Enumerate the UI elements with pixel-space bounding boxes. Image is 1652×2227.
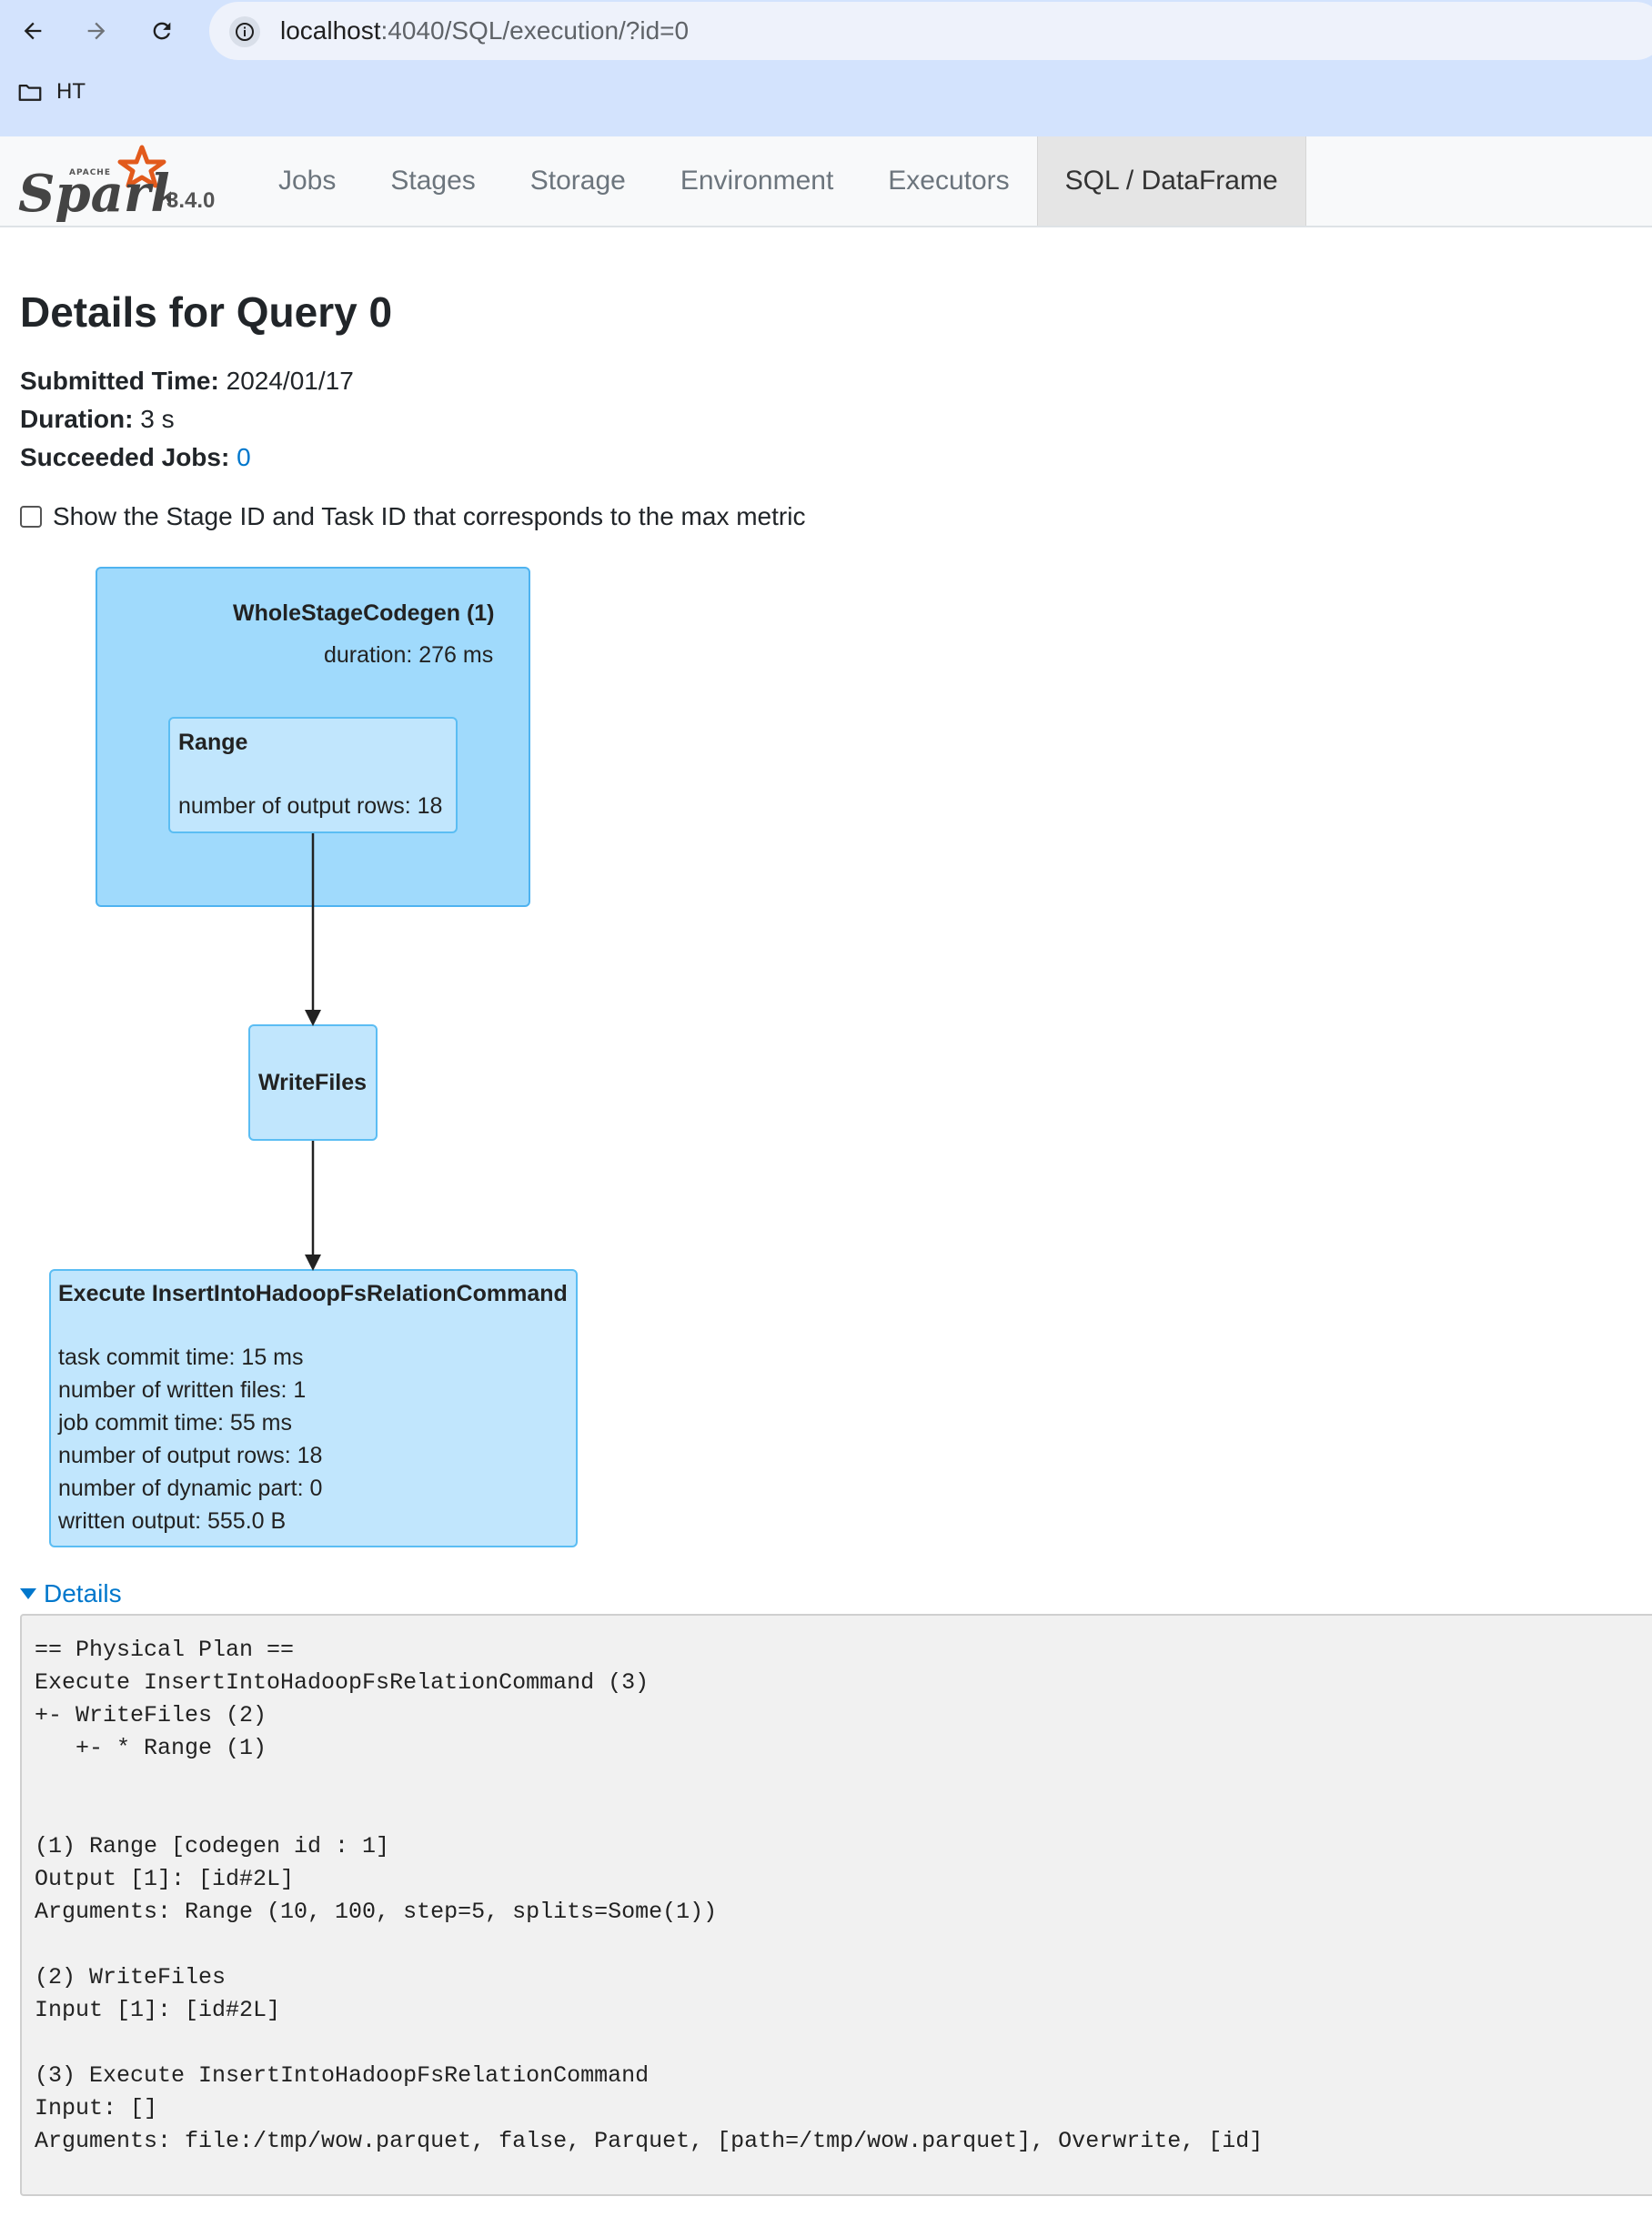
arrowhead-to-execute (305, 1255, 321, 1271)
duration-label: Duration: (20, 405, 134, 433)
execute-node-title: Execute InsertIntoHadoopFsRelationComman… (58, 1281, 568, 1306)
range-node-title: Range (178, 730, 248, 755)
bookmark-label: HT (56, 79, 86, 104)
arrow-left-icon (24, 22, 42, 40)
tab-jobs[interactable]: Jobs (278, 166, 337, 196)
cluster-title: WholeStageCodegen (1) (233, 600, 495, 626)
execute-metric-task-commit: task commit time: 15 ms (58, 1345, 304, 1370)
spark-navbar: APACHE Spark 3.4.0 Jobs Stages Storage E… (0, 136, 1652, 227)
details-toggle[interactable]: Details (20, 1579, 122, 1608)
cluster-duration: duration: 276 ms (324, 642, 494, 668)
tab-sql-dataframe[interactable]: SQL / DataFrame (1036, 136, 1306, 226)
submitted-time-value: 2024/01/17 (226, 367, 354, 395)
spark-version: 3.4.0 (166, 188, 216, 213)
reload-button[interactable] (144, 13, 180, 49)
execute-metric-output-rows: number of output rows: 18 (58, 1443, 323, 1468)
bookmark-folder[interactable]: HT (16, 78, 86, 106)
succeeded-jobs-row: Succeeded Jobs: 0 (20, 438, 354, 477)
folder-icon (18, 85, 42, 101)
execute-metric-dynamic-part: number of dynamic part: 0 (58, 1476, 323, 1501)
physical-plan-text: == Physical Plan == Execute InsertIntoHa… (20, 1614, 1652, 2196)
max-metric-checkbox-label[interactable]: Show the Stage ID and Task ID that corre… (53, 502, 806, 530)
browser-toolbar: localhost:4040/SQL/execution/?id=0 (0, 0, 1652, 62)
address-bar[interactable]: localhost:4040/SQL/execution/?id=0 (209, 2, 1652, 60)
execute-metric-written-files: number of written files: 1 (58, 1377, 307, 1403)
tab-environment[interactable]: Environment (680, 166, 834, 196)
reload-icon (153, 22, 171, 40)
browser-chrome: localhost:4040/SQL/execution/?id=0 HT (0, 0, 1652, 136)
arrowhead-to-writefiles (305, 1010, 321, 1026)
svg-text:Spark: Spark (18, 164, 171, 224)
arrow-right-icon (87, 22, 106, 40)
succeeded-jobs-link[interactable]: 0 (237, 443, 251, 471)
tab-storage[interactable]: Storage (529, 166, 626, 196)
range-node[interactable] (168, 717, 458, 833)
duration-row: Duration: 3 s (20, 400, 354, 438)
range-node-metric: number of output rows: 18 (178, 793, 443, 819)
triangle-down-icon (20, 1588, 36, 1599)
url-text[interactable]: localhost:4040/SQL/execution/?id=0 (280, 16, 689, 45)
succeeded-jobs-label: Succeeded Jobs: (20, 443, 230, 471)
submitted-time-row: Submitted Time: 2024/01/17 (20, 362, 354, 400)
spark-logo[interactable]: APACHE Spark (16, 140, 186, 224)
url-host: localhost (280, 16, 381, 45)
page-title: Details for Query 0 (20, 288, 393, 336)
details-toggle-label: Details (44, 1579, 122, 1607)
duration-value: 3 s (140, 405, 175, 433)
dag-edges (305, 833, 321, 1271)
url-path: :4040/SQL/execution/?id=0 (380, 16, 690, 45)
info-icon[interactable] (229, 16, 260, 47)
submitted-time-label: Submitted Time: (20, 367, 219, 395)
execute-metric-job-commit: job commit time: 55 ms (58, 1410, 293, 1436)
nav-tabs: Jobs Stages Storage Environment Executor… (251, 136, 1306, 226)
forward-button[interactable] (78, 13, 115, 49)
execute-metric-written-output: written output: 555.0 B (58, 1508, 287, 1534)
back-button[interactable] (15, 13, 51, 49)
max-metric-option: Show the Stage ID and Task ID that corre… (20, 502, 805, 531)
svg-text:APACHE: APACHE (69, 168, 111, 177)
max-metric-checkbox[interactable] (20, 506, 42, 528)
tab-executors[interactable]: Executors (888, 166, 1010, 196)
query-meta: Submitted Time: 2024/01/17 Duration: 3 s… (20, 362, 354, 477)
spark-logo-graphic: APACHE Spark (18, 145, 186, 224)
writefiles-node-title: WriteFiles (258, 1070, 368, 1095)
plan-dag: WholeStageCodegen (1) duration: 276 ms R… (0, 546, 728, 1574)
tab-stages[interactable]: Stages (390, 166, 476, 196)
